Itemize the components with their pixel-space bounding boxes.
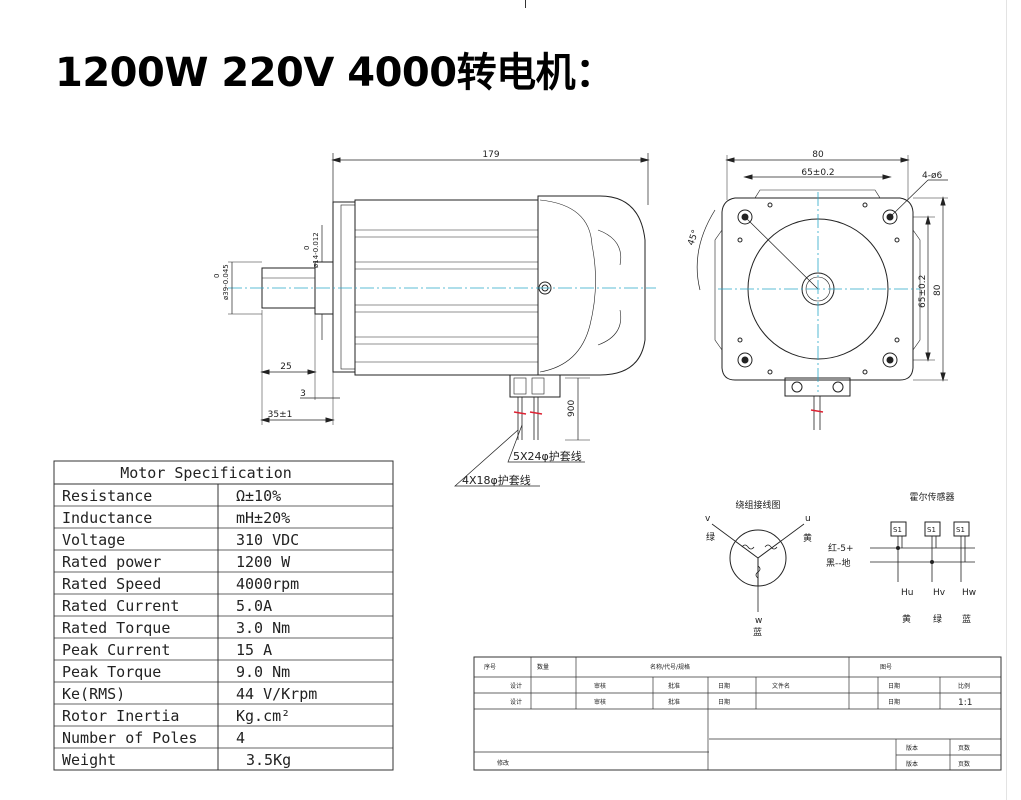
lead-length-dimension: 900 xyxy=(567,400,577,417)
spec-row-label: Rated power xyxy=(62,553,161,571)
spec-row-value: 3.0 Nm xyxy=(236,619,290,637)
spec-row-value: 310 VDC xyxy=(236,531,299,549)
spec-row-label: Peak Torque xyxy=(62,663,161,681)
tb-col-4: 图号 xyxy=(880,664,892,671)
spec-row-label: Rated Speed xyxy=(62,575,161,593)
spec-row-label: Ke(RMS) xyxy=(62,685,125,703)
hall-ground-label: 黑--地 xyxy=(826,557,851,569)
hall-hv-color: 绿 xyxy=(933,613,942,625)
angle-label: 45° xyxy=(686,229,701,247)
winding-w-label: w xyxy=(755,616,762,626)
tb-date-4: 日期 xyxy=(888,698,900,706)
spec-row-label: Rated Current xyxy=(62,597,179,615)
hall-hv-label: Hv xyxy=(933,588,946,598)
page-edge xyxy=(1006,0,1007,800)
spec-row-value: 44 V/Krpm xyxy=(236,685,317,703)
top-edge-mark xyxy=(525,0,526,8)
length-dimension: 179 xyxy=(482,150,499,160)
title-block xyxy=(473,656,1002,771)
hall-plus-label: 红-5+ xyxy=(828,542,854,554)
spec-row-value: Kg.cm² xyxy=(236,707,290,725)
hall-hu-color: 黄 xyxy=(902,613,911,625)
spec-row-label: Rated Torque xyxy=(62,619,170,637)
spec-row-label: Rotor Inertia xyxy=(62,707,179,725)
spec-row-value: 5.0A xyxy=(236,597,272,615)
tb-scale: 比例 xyxy=(958,682,970,690)
tb-date-3: 日期 xyxy=(718,698,730,706)
tb-pages: 页数 xyxy=(958,744,970,752)
tb-col-1: 序号 xyxy=(484,663,496,671)
boss-dimension: 35±1 xyxy=(268,410,293,420)
spec-row-value: mH±20% xyxy=(236,509,290,527)
tb-date: 日期 xyxy=(718,682,730,690)
sheath-label-b: 4X18φ护套线 xyxy=(462,473,531,487)
tb-approve-2: 批准 xyxy=(668,698,680,706)
winding-v-label: v xyxy=(705,514,711,524)
flange-diameter-superscript: 0 xyxy=(213,274,221,278)
spec-row-label: Number of Poles xyxy=(62,729,197,747)
spec-row-value: 4 xyxy=(236,729,245,747)
hall-sensor-2: S1 xyxy=(927,526,936,534)
spec-row-label: Weight xyxy=(62,751,116,769)
step-dimension: 3 xyxy=(300,389,306,399)
tb-date-2: 日期 xyxy=(888,682,900,690)
shaft-diameter-dimension: ø14-0.012 xyxy=(312,232,320,268)
spec-row-value: Ω±10% xyxy=(236,487,281,505)
spec-row-label: Inductance xyxy=(62,509,152,527)
tb-version: 版本 xyxy=(906,744,918,752)
hall-hu-label: Hu xyxy=(901,588,913,598)
spec-table xyxy=(53,460,394,771)
spec-row-value: 9.0 Nm xyxy=(236,663,290,681)
spec-rows: Resistance Ω±10% Inductance mH±20% Volta… xyxy=(62,487,317,769)
winding-w-color: 蓝 xyxy=(753,626,762,638)
hall-sensor-1: S1 xyxy=(893,526,902,534)
spec-row-label: Peak Current xyxy=(62,641,170,659)
front-width-dimension: 80 xyxy=(812,150,824,160)
mounting-holes-label: 4-ø6 xyxy=(922,171,942,181)
tb-review: 审核 xyxy=(594,682,606,690)
shaft-length-dimension: 25 xyxy=(280,362,291,372)
spec-table-header: Motor Specification xyxy=(120,464,292,482)
winding-diagram xyxy=(711,523,805,612)
front-height-dimension: 80 xyxy=(933,284,943,296)
winding-v-color: 绿 xyxy=(706,531,715,543)
bolt-spacing-vertical: 65±0.2 xyxy=(918,275,928,308)
spec-row-label: Voltage xyxy=(62,531,125,549)
spec-row-value: 1200 W xyxy=(236,553,291,571)
bolt-spacing-horizontal: 65±0.2 xyxy=(801,168,834,178)
hall-hw-color: 蓝 xyxy=(962,613,971,625)
spec-row-value: 3.5Kg xyxy=(246,751,291,769)
tb-col-3: 名称/代号/规格 xyxy=(650,663,690,671)
tb-design-2: 设计 xyxy=(510,698,522,706)
hall-sensor-diagram xyxy=(870,521,975,582)
tb-pages-2: 页数 xyxy=(958,760,970,768)
spec-row-label: Resistance xyxy=(62,487,152,505)
tb-col-2: 数量 xyxy=(537,663,549,671)
sheath-label-a: 5X24φ护套线 xyxy=(513,449,582,463)
tb-review-2: 审核 xyxy=(594,698,606,706)
hall-hw-label: Hw xyxy=(962,588,976,598)
hall-sensor-3: S1 xyxy=(956,526,965,534)
tb-design: 设计 xyxy=(510,682,522,690)
winding-u-label: u xyxy=(805,514,811,524)
spec-row-value: 15 A xyxy=(236,641,272,659)
shaft-diameter-superscript: 0 xyxy=(303,246,311,250)
tb-revision: 修改 xyxy=(497,759,509,767)
winding-title: 绕组接线图 xyxy=(735,499,780,511)
hall-title: 霍尔传感器 xyxy=(909,491,954,503)
tb-approve: 批准 xyxy=(668,682,680,690)
tb-filename: 文件名 xyxy=(772,682,790,690)
front-view xyxy=(696,155,948,430)
flange-diameter-dimension: ø39-0.045 xyxy=(222,264,230,300)
side-view xyxy=(228,153,656,487)
page-title: 1200W 220V 4000转电机： xyxy=(55,50,615,96)
spec-row-value: 4000rpm xyxy=(236,575,299,593)
winding-u-color: 黄 xyxy=(803,532,812,544)
tb-ratio: 1:1 xyxy=(958,698,972,708)
tb-version-2: 版本 xyxy=(906,760,918,768)
